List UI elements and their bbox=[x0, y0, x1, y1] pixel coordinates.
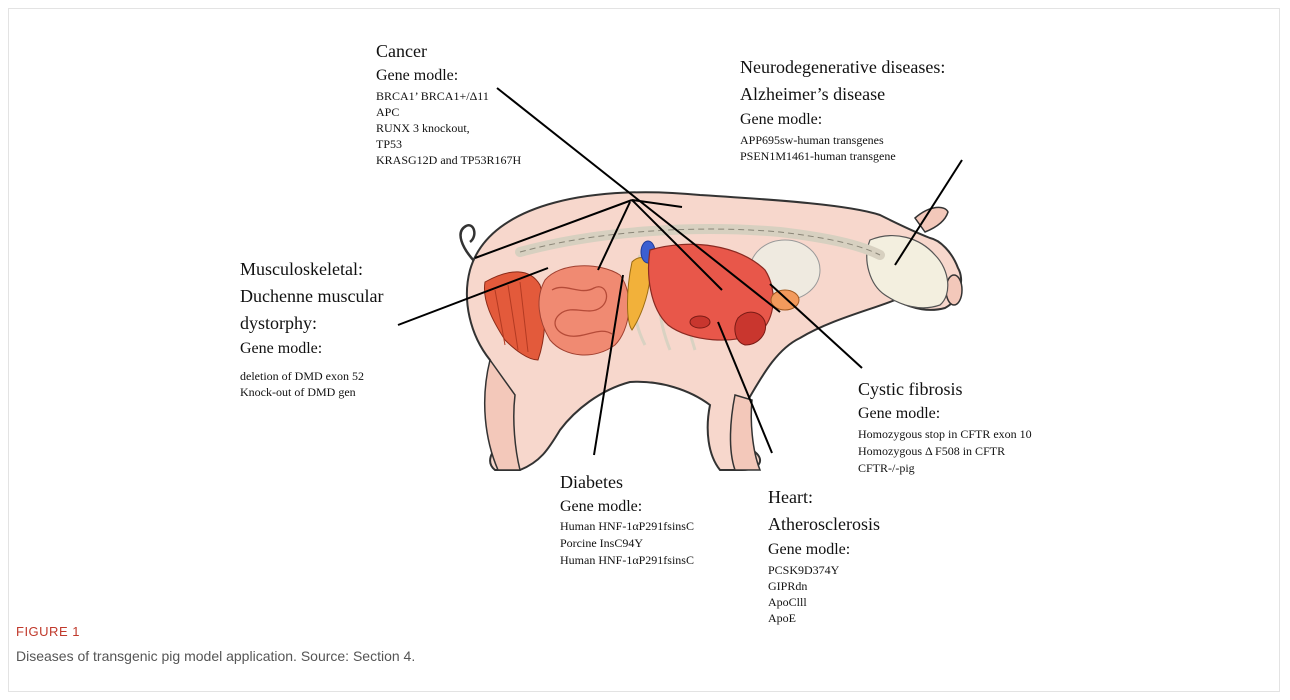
musculo-subtitle: Gene modle: bbox=[240, 340, 322, 357]
cancer-gene: RUNX 3 knockout, bbox=[376, 121, 470, 135]
heart-gene: PCSK9D374Y bbox=[768, 563, 840, 577]
cystic-title: Cystic fibrosis bbox=[858, 379, 963, 399]
musculo-gene: deletion of DMD exon 52 bbox=[240, 369, 364, 383]
heart-title2: Atherosclerosis bbox=[768, 514, 880, 534]
cancer-gene: BRCA1’ BRCA1+/Δ11 bbox=[376, 89, 489, 103]
annotation-neuro: Neurodegenerative diseases: Alzheimer’s … bbox=[740, 57, 945, 163]
heart-gene: ApoClll bbox=[768, 595, 807, 609]
annotation-musculo: Musculoskeletal: Duchenne muscular dysto… bbox=[240, 259, 383, 399]
neuro-gene: PSEN1M1461-human transgene bbox=[740, 149, 896, 163]
diabetes-gene: Human HNF-1αP291fsinsC bbox=[560, 553, 694, 567]
diabetes-gene: Human HNF-1αP291fsinsC bbox=[560, 519, 694, 533]
cystic-gene: Homozygous stop in CFTR exon 10 bbox=[858, 427, 1032, 441]
diabetes-subtitle: Gene modle: bbox=[560, 498, 642, 515]
heart-gene: GIPRdn bbox=[768, 579, 807, 593]
pig-front-leg bbox=[730, 395, 760, 470]
cancer-title: Cancer bbox=[376, 41, 427, 61]
pig-tail bbox=[461, 225, 475, 262]
figure-label: FIGURE 1 bbox=[16, 624, 80, 639]
cystic-subtitle: Gene modle: bbox=[858, 405, 940, 422]
neuro-title: Neurodegenerative diseases: bbox=[740, 57, 945, 77]
annotation-heart: Heart: Atherosclerosis Gene modle: PCSK9… bbox=[768, 487, 880, 625]
cystic-gene: CFTR-/-pig bbox=[858, 461, 915, 475]
cancer-subtitle: Gene modle: bbox=[376, 67, 458, 84]
heart-title: Heart: bbox=[768, 487, 813, 507]
figure-caption: Diseases of transgenic pig model applica… bbox=[16, 648, 415, 664]
musculo-title: Musculoskeletal: bbox=[240, 259, 363, 279]
cancer-gene: APC bbox=[376, 105, 399, 119]
cancer-gene: TP53 bbox=[376, 137, 402, 151]
neuro-subtitle: Gene modle: bbox=[740, 111, 822, 128]
musculo-title3: dystorphy: bbox=[240, 313, 317, 333]
cancer-gene: KRASG12D and TP53R167H bbox=[376, 153, 521, 167]
pig-snout bbox=[946, 275, 962, 305]
neuro-title2: Alzheimer’s disease bbox=[740, 84, 885, 104]
musculo-gene: Knock-out of DMD gen bbox=[240, 385, 356, 399]
cystic-gene: Homozygous Δ F508 in CFTR bbox=[858, 444, 1005, 458]
musculo-title2: Duchenne muscular bbox=[240, 286, 383, 306]
annotation-cancer: Cancer Gene modle: BRCA1’ BRCA1+/Δ11 APC… bbox=[376, 41, 521, 167]
annotation-cystic: Cystic fibrosis Gene modle: Homozygous s… bbox=[858, 379, 1032, 475]
annotation-diabetes: Diabetes Gene modle: Human HNF-1αP291fsi… bbox=[560, 472, 694, 567]
neuro-gene: APP695sw-human transgenes bbox=[740, 133, 884, 147]
heart-gene: ApoE bbox=[768, 611, 796, 625]
diabetes-gene: Porcine InsC94Y bbox=[560, 536, 643, 550]
heart-subtitle: Gene modle: bbox=[768, 541, 850, 558]
pig-ear bbox=[915, 207, 948, 232]
diabetes-title: Diabetes bbox=[560, 472, 623, 492]
pig-kidney bbox=[690, 316, 710, 328]
